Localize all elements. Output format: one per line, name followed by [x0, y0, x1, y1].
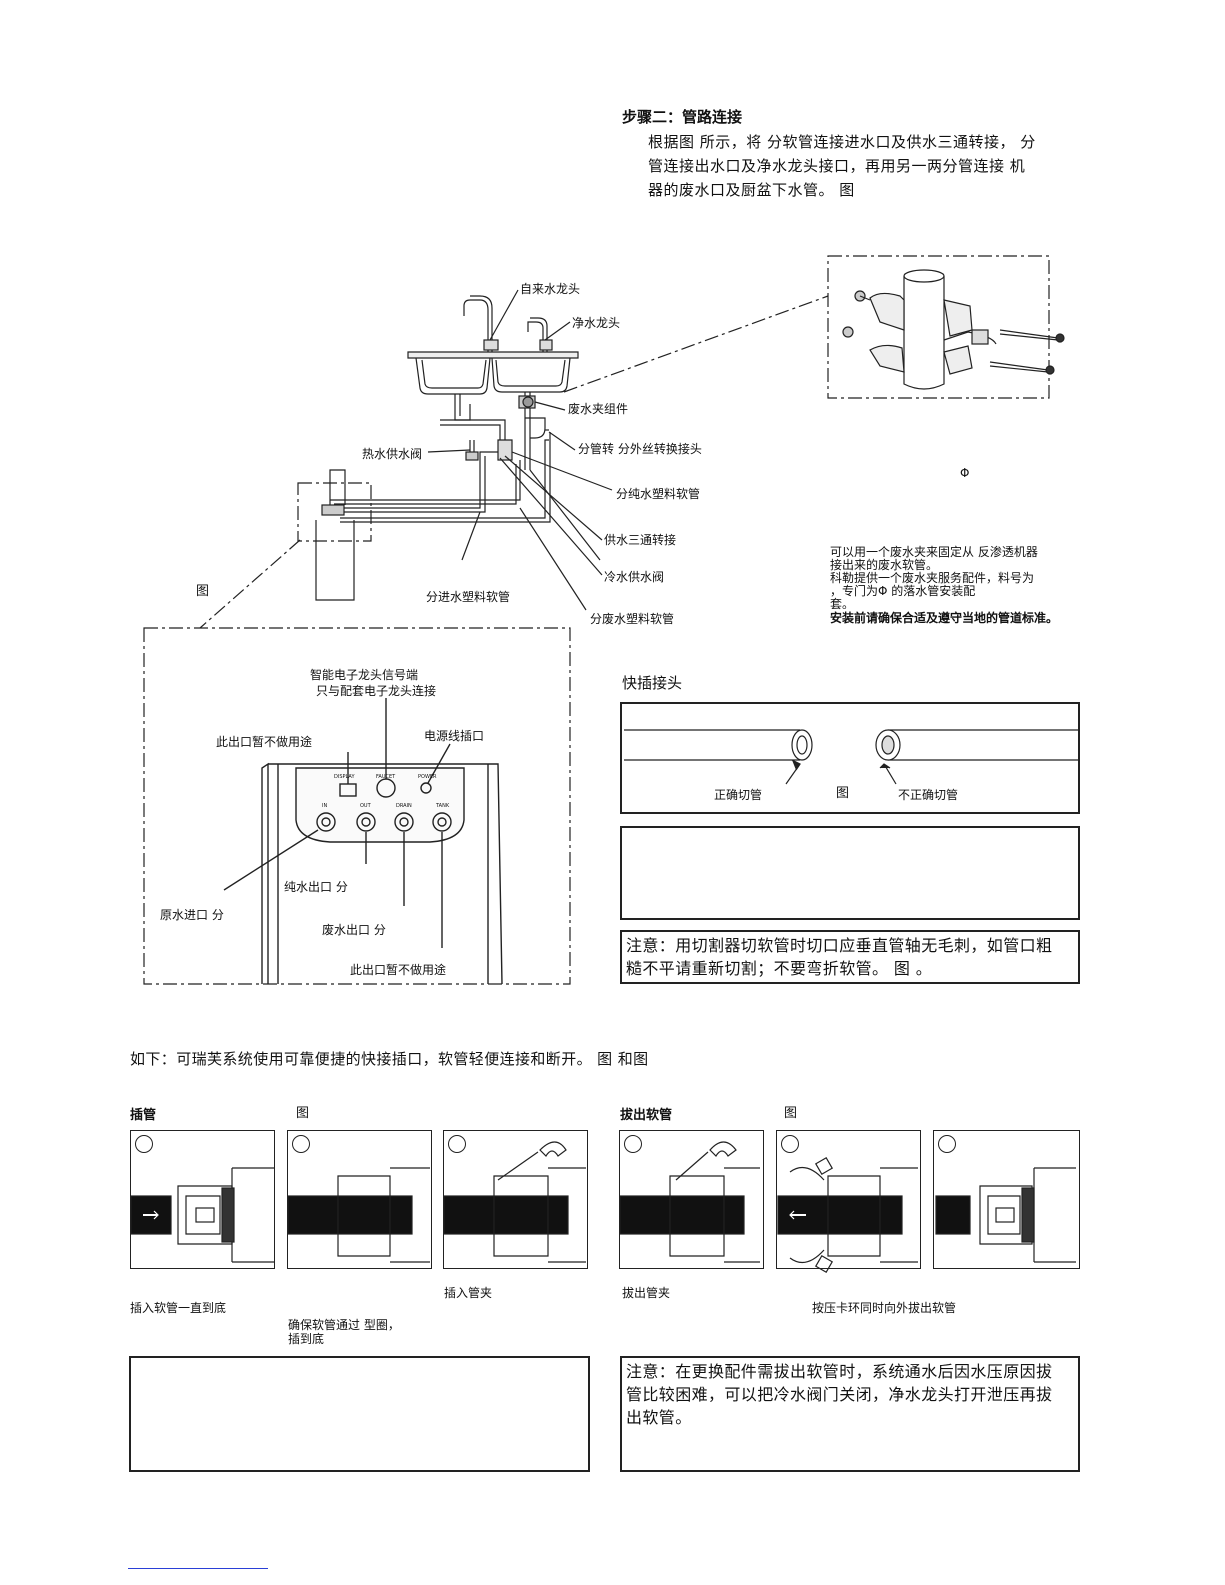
insert-fig: 图	[296, 1106, 310, 1121]
label-pure-out: 纯水出口 分	[284, 880, 348, 894]
label-hot-valve: 热水供水阀	[362, 447, 423, 461]
step-marker	[448, 1135, 466, 1153]
insert-step1-caption: 插入软管一直到底	[130, 1301, 227, 1315]
step-marker	[292, 1135, 310, 1153]
panel-label-faucet: FAUCET	[376, 774, 396, 780]
label-correct-cut: 正确切管	[714, 788, 763, 802]
insert-step2-caption-b: 插到底	[288, 1332, 325, 1346]
label-unused-bottom: 此出口暂不做用途	[350, 963, 447, 977]
label-pure-tube: 分纯水塑料软管	[616, 487, 701, 501]
label-tee: 供水三通转接	[604, 533, 677, 547]
quick-connect-intro: 如下：可瑞芙系统使用可靠便捷的快接插口，软管轻便连接和断开。 图 和图	[130, 1050, 649, 1068]
quick-connect-title: 快插接头	[622, 674, 683, 692]
step-marker	[135, 1135, 153, 1153]
figure-label: 图	[196, 584, 210, 599]
step2-line2: 管连接出水口及净水龙头接口，再用另一两分管连接 机	[648, 157, 1026, 175]
label-power-port: 电源线插口	[424, 729, 485, 743]
insert-step3-caption: 插入管夹	[444, 1286, 493, 1300]
panel-label-in: IN	[322, 803, 328, 809]
label-cold-valve: 冷水供水阀	[604, 570, 665, 584]
panel-label-display: DISPLAY	[334, 774, 355, 780]
cut-note-line2: 糙不平请重新切割；不要弯折软管。 图 。	[626, 959, 933, 978]
insert-blank-box	[129, 1356, 590, 1472]
panel-label-power: POWER	[418, 774, 437, 780]
label-drain-clamp: 废水夹组件	[568, 402, 629, 416]
step-marker	[624, 1135, 642, 1153]
clamp-note-line2: 接出来的废水软管。	[830, 558, 939, 572]
quick-fig-label: 图	[836, 786, 850, 801]
insert-title: 插管	[130, 1108, 157, 1123]
remove-step1-caption: 拔出管夹	[622, 1286, 671, 1300]
remove-note-box	[620, 1356, 1080, 1472]
clamp-note-line6: 安装前请确保合适及遵守当地的管道标准。	[830, 611, 1059, 625]
remove-note-line1: 注意：在更换配件需拔出软管时，系统通水后因水压原因拔	[626, 1362, 1053, 1381]
label-adapter: 分管转 分外丝转换接头	[578, 442, 702, 456]
clamp-note-line1: 可以用一个废水夹来固定从 反渗透机器	[830, 545, 1038, 559]
blank-note-box	[620, 826, 1080, 920]
cut-note-line1: 注意：用切割器切软管时切口应垂直管轴无毛刺，如管口粗	[626, 936, 1053, 955]
step-marker	[781, 1135, 799, 1153]
insert-step1-panel	[130, 1130, 275, 1269]
footer-link-underline[interactable]	[128, 1568, 268, 1569]
label-faucet-only: 只与配套电子龙头连接	[316, 684, 437, 698]
remove-step3-panel	[933, 1130, 1080, 1269]
remove-title: 拔出软管	[620, 1108, 673, 1123]
label-faucet-signal: 智能电子龙头信号端	[310, 668, 419, 682]
clamp-note-line5: 套。	[830, 597, 855, 611]
insert-step3-panel	[443, 1130, 588, 1269]
cut-illustration-box	[620, 702, 1080, 814]
step-marker	[938, 1135, 956, 1153]
label-incorrect-cut: 不正确切管	[898, 788, 959, 802]
label-waste-tube: 分废水塑料软管	[590, 612, 675, 626]
panel-label-drain: DRAIN	[396, 803, 412, 809]
label-pure-faucet: 净水龙头	[572, 316, 621, 330]
step2-heading: 步骤二：管路连接	[622, 108, 743, 126]
label-in-tube: 分进水塑料软管	[426, 590, 511, 604]
remove-step1-panel	[619, 1130, 764, 1269]
step2-line1: 根据图 所示，将 分软管连接进水口及供水三通转接， 分	[648, 133, 1036, 151]
label-unused-top: 此出口暂不做用途	[216, 735, 313, 749]
remove-note-line2: 管比较困难，可以把冷水阀门关闭，净水龙头打开泄压再拔	[626, 1385, 1053, 1404]
panel-label-out: OUT	[360, 803, 371, 809]
remove-step2-caption: 按压卡环同时向外拔出软管	[812, 1301, 957, 1315]
remove-note-line3: 出软管。	[626, 1408, 692, 1427]
label-raw-in: 原水进口 分	[160, 908, 224, 922]
label-supply-faucet: 自来水龙头	[520, 282, 581, 296]
insert-step2-panel	[287, 1130, 432, 1269]
label-waste-out: 废水出口 分	[322, 923, 386, 937]
remove-step2-panel	[776, 1130, 921, 1269]
panel-label-tank: TANK	[436, 803, 450, 809]
cut-note-box	[620, 930, 1080, 984]
phi-symbol: Φ	[960, 466, 970, 480]
clamp-note-line4: ，专门为Φ 的落水管安装配	[830, 584, 976, 598]
step2-line3: 器的废水口及厨盆下水管。 图	[648, 181, 855, 199]
insert-step2-caption-a: 确保软管通过 型圈，	[288, 1318, 400, 1332]
clamp-note-line3: 科勒提供一个废水夹服务配件，料号为	[830, 571, 1035, 585]
remove-fig: 图	[784, 1106, 798, 1121]
